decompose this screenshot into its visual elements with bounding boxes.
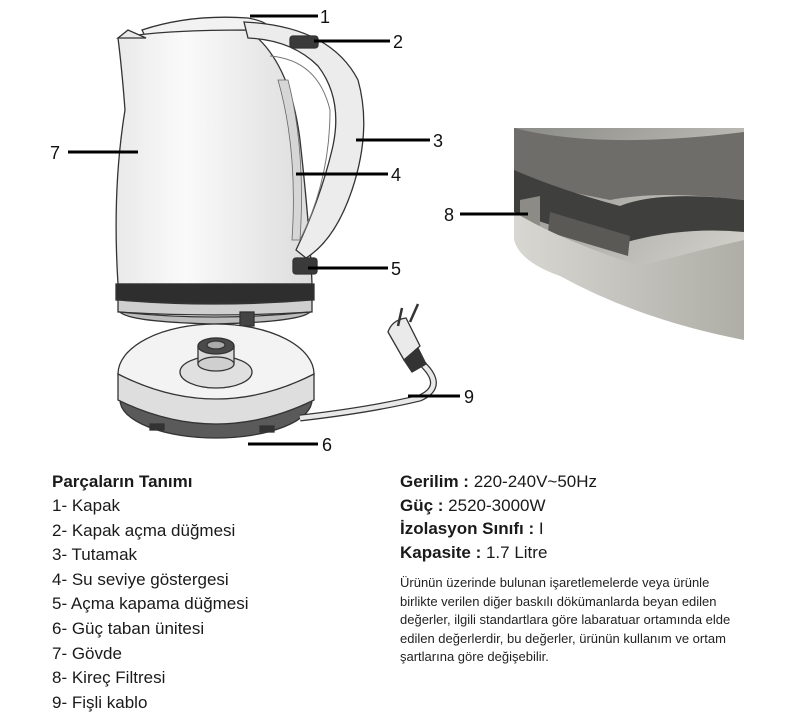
spec-value: 1.7 Litre	[481, 543, 547, 562]
spec-voltage: Gerilim : 220-240V~50Hz	[400, 470, 780, 494]
parts-heading: Parçaların Tanımı	[52, 470, 372, 494]
list-item: 3- Tutamak	[52, 543, 372, 568]
spec-value: 220-240V~50Hz	[469, 472, 597, 491]
list-item: 8- Kireç Filtresi	[52, 666, 372, 691]
spec-value: I	[534, 519, 543, 538]
spec-power: Güç : 2520-3000W	[400, 494, 780, 518]
callout-4: 4	[391, 165, 401, 185]
list-item: 2- Kapak açma düğmesi	[52, 519, 372, 544]
spec-label: İzolasyon Sınıfı :	[400, 519, 534, 538]
list-item: 5- Açma kapama düğmesi	[52, 592, 372, 617]
parts-list: 1- Kapak 2- Kapak açma düğmesi 3- Tutama…	[52, 494, 372, 715]
list-item: 7- Gövde	[52, 642, 372, 667]
callout-7: 7	[50, 143, 60, 163]
callout-2: 2	[393, 32, 403, 52]
disclaimer-note: Ürünün üzerinde bulunan işaretlemelerde …	[400, 574, 750, 667]
specifications-section: Gerilim : 220-240V~50Hz Güç : 2520-3000W…	[400, 470, 780, 667]
callout-5: 5	[391, 259, 401, 279]
kettle-diagram: 1 2 3 4 5 6 7 8 9	[0, 0, 792, 465]
list-item: 4- Su seviye göstergesi	[52, 568, 372, 593]
spec-value: 2520-3000W	[443, 496, 545, 515]
list-item: 1- Kapak	[52, 494, 372, 519]
callout-9: 9	[464, 387, 474, 407]
spec-label: Gerilim :	[400, 472, 469, 491]
callout-6: 6	[322, 435, 332, 455]
spec-capacity: Kapasite : 1.7 Litre	[400, 541, 780, 565]
callout-1: 1	[320, 7, 330, 27]
spec-label: Güç :	[400, 496, 443, 515]
parts-list-section: Parçaların Tanımı 1- Kapak 2- Kapak açma…	[52, 470, 372, 715]
power-base-illustration	[118, 304, 433, 438]
list-item: 9- Fişli kablo	[52, 691, 372, 715]
filter-photo	[510, 124, 746, 344]
spec-insulation: İzolasyon Sınıfı : I	[400, 517, 780, 541]
spec-label: Kapasite :	[400, 543, 481, 562]
list-item: 6- Güç taban ünitesi	[52, 617, 372, 642]
kettle-illustration	[116, 17, 364, 326]
callout-8: 8	[444, 205, 454, 225]
callout-3: 3	[433, 131, 443, 151]
